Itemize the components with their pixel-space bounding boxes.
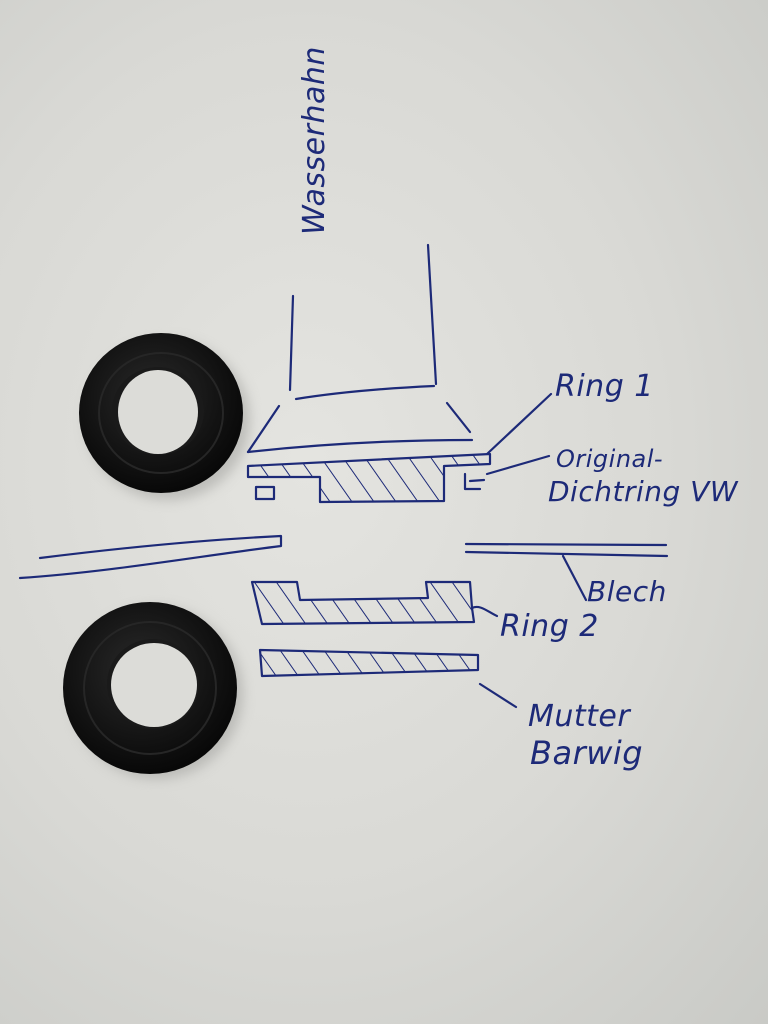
label-ring-2: Ring 2 — [500, 609, 599, 644]
label-barwig: Barwig — [530, 734, 644, 772]
nut-drawing — [258, 648, 480, 678]
label-original-seal-line2: Dichtring VW — [548, 475, 739, 508]
label-blech: Blech — [587, 575, 667, 608]
leader-lines — [470, 392, 588, 709]
original-seal-drawing — [254, 472, 486, 501]
label-original-seal-line1: Original- — [556, 445, 664, 473]
upper-printed-ring — [79, 333, 250, 500]
ring-2-drawing — [250, 580, 476, 626]
label-ring-1: Ring 1 — [555, 369, 654, 404]
sheet-metal-drawing — [18, 534, 669, 580]
label-wasserhahn: Wasserhahn — [297, 46, 332, 235]
ring-1-drawing — [246, 452, 492, 504]
faucet-drawing — [246, 243, 474, 454]
lower-printed-ring — [63, 602, 243, 779]
label-mutter: Mutter — [528, 699, 631, 734]
